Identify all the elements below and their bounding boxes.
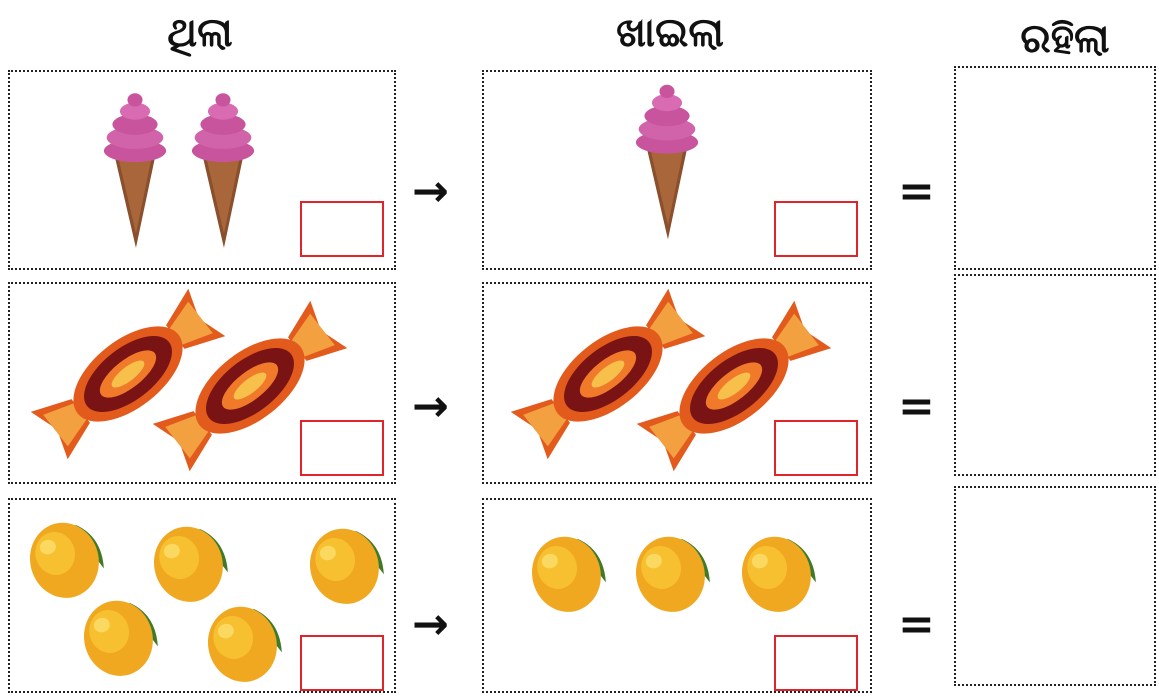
ate-box-mango bbox=[482, 498, 872, 693]
header-left: ରହିଲା bbox=[1020, 16, 1110, 62]
ate-box-ice-cream bbox=[482, 70, 872, 270]
had-box-mango bbox=[8, 498, 396, 693]
ice-cream-icon bbox=[190, 90, 256, 255]
arrow-icon: → bbox=[412, 599, 449, 650]
header-ate: ଖାଇଲା bbox=[616, 10, 724, 56]
arrow-icon: → bbox=[412, 381, 449, 432]
answer-box-had-mango[interactable] bbox=[300, 635, 384, 691]
header-had: ଥିଲା bbox=[167, 10, 233, 56]
mango-icon bbox=[511, 512, 623, 627]
arrow-icon: → bbox=[412, 166, 449, 217]
ice-cream-icon bbox=[634, 78, 700, 250]
left-box-ice-cream[interactable] bbox=[954, 66, 1156, 270]
ate-box-candy bbox=[482, 282, 872, 484]
had-box-candy bbox=[8, 282, 396, 484]
answer-box-had-ice-cream[interactable] bbox=[300, 201, 384, 257]
equals-icon: = bbox=[898, 381, 935, 432]
ice-cream-icon bbox=[102, 90, 168, 255]
answer-box-ate-mango[interactable] bbox=[774, 635, 858, 691]
had-box-ice-cream bbox=[8, 70, 396, 270]
answer-box-had-candy[interactable] bbox=[300, 420, 384, 476]
answer-box-ate-ice-cream[interactable] bbox=[774, 201, 858, 257]
answer-box-ate-candy[interactable] bbox=[774, 420, 858, 476]
equals-icon: = bbox=[898, 166, 935, 217]
mango-icon bbox=[721, 512, 833, 627]
equals-icon: = bbox=[898, 599, 935, 650]
mango-icon bbox=[615, 512, 727, 627]
left-box-candy[interactable] bbox=[954, 274, 1156, 476]
mango-icon bbox=[289, 504, 401, 619]
left-box-mango[interactable] bbox=[954, 486, 1156, 686]
